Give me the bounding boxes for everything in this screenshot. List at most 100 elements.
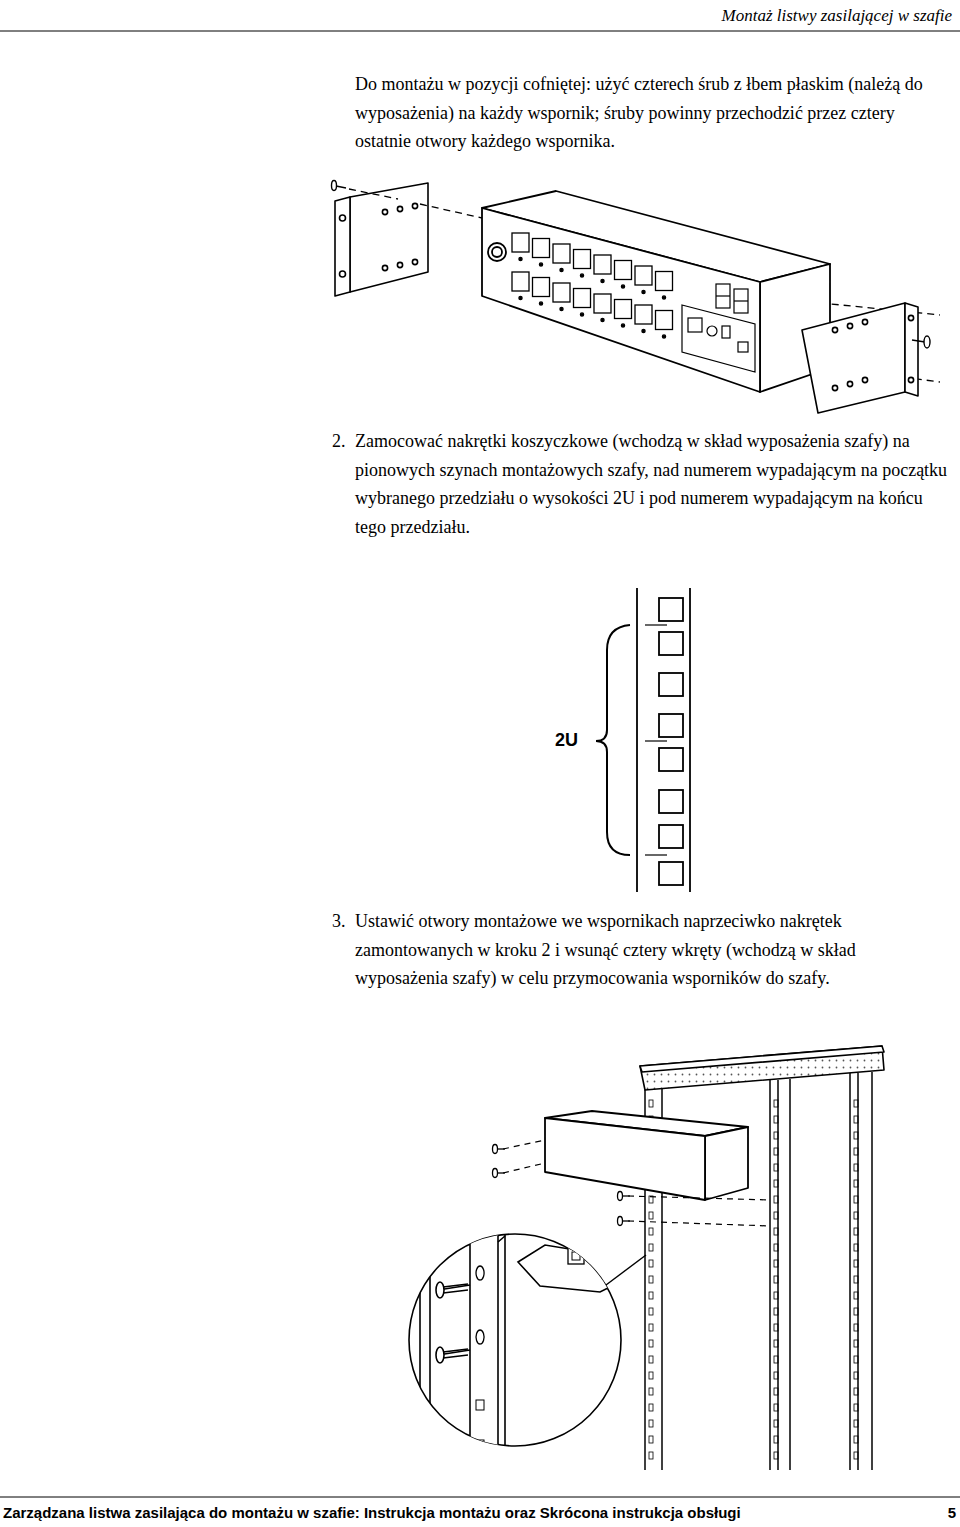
screw [622,1220,630,1221]
mounting-rail [659,748,683,771]
outlet [601,318,604,321]
outlet [635,305,652,324]
rack-hole [774,1308,778,1315]
right-bracket [862,377,867,382]
step-number-slot: 3. [332,907,356,936]
page-number: 5 [936,1503,956,1523]
mounting-rail [637,588,690,892]
control-panel [682,305,755,372]
screw [332,181,337,191]
mounting-rail [636,588,638,892]
outlet [594,294,611,313]
rack-hole [649,1244,653,1251]
rack-hole [774,1436,778,1443]
control-panel [688,318,702,332]
pdu-body [492,247,502,257]
right-bracket [832,327,837,332]
left-bracket [335,183,428,296]
rack-hole [774,1356,778,1363]
dashed-guide [420,204,482,218]
instruction-note-slot: Do montażu w pozycji cofniętej: użyć czt… [355,70,953,156]
step-text-slot: Zamocować nakrętki koszyczkowe (wchodzą … [355,427,953,541]
screw [924,336,930,348]
outlet [580,313,583,316]
screw [497,1172,505,1173]
dashed-guide [503,1140,545,1149]
dimension-label-slot: 2U [555,728,595,752]
detail-inset [504,1200,506,1470]
screw [332,181,347,191]
dashed-guide [503,1140,770,1226]
outlet [601,279,604,282]
rack-hole [854,1308,858,1315]
mounting-rail [659,598,683,621]
right-bracket [802,303,905,413]
outlet [533,278,550,297]
rack-hole [774,1244,778,1251]
right-bracket [847,381,852,386]
step-number: 3. [332,907,356,936]
rack-hole [649,1276,653,1283]
rack-hole [854,1260,858,1267]
u-bracket [596,625,630,855]
rack-hole [854,1180,858,1187]
rack-post [871,1072,873,1470]
leader-line [606,1255,646,1285]
outlet [574,289,591,308]
rack-hole [854,1340,858,1347]
rack-hole [774,1228,778,1235]
mounting-rail [645,854,667,855]
outlet [656,272,673,291]
dashed-guide [628,1221,770,1226]
detail-inset [572,1252,580,1260]
outlet [615,300,632,319]
rack-hole [854,1228,858,1235]
rack-hole [854,1372,858,1379]
running-header: Montaż listwy zasilającej w szafie [300,5,952,27]
detail-inset [420,1200,620,1470]
rack-hole [774,1372,778,1379]
right-bracket [832,385,837,390]
right-bracket [802,303,918,413]
control-panel [722,326,730,338]
screw [618,1192,623,1201]
detail-inset [568,1248,584,1264]
rack-hole [774,1388,778,1395]
rack-hole [649,1100,653,1107]
outlet [512,272,529,291]
outlet [574,250,591,269]
mounting-rail [659,632,683,655]
dashed-guide [349,189,398,199]
rack-post [769,1080,771,1470]
screw [493,1145,498,1154]
detail-inset [443,1290,468,1293]
detail-inset [409,1234,621,1446]
detail-inset [419,1230,421,1460]
outlet [512,233,673,338]
outlet [560,268,563,271]
rack-hole [854,1388,858,1395]
rack-top [640,1046,884,1090]
detail-inset [443,1349,468,1352]
rack-top [640,1046,884,1090]
rack-hole [854,1436,858,1443]
screw [493,1169,498,1178]
running-footer-slot: Zarządzana listwa zasilająca do montażu … [3,1503,908,1523]
rack-hole [854,1132,858,1139]
rack-hole [774,1276,778,1283]
rack-hole [774,1420,778,1427]
rack-hole [774,1324,778,1331]
left-bracket [335,197,350,296]
detail-inset [409,1200,621,1470]
mounting-rail [659,790,683,813]
rack-hole [854,1212,858,1219]
pdu-body [488,243,506,261]
detail-inset [498,1236,505,1242]
control-panel [716,284,730,308]
dashed-guide [628,1196,770,1200]
right-bracket [908,315,913,320]
outlet [621,285,624,288]
outlet [519,257,522,260]
